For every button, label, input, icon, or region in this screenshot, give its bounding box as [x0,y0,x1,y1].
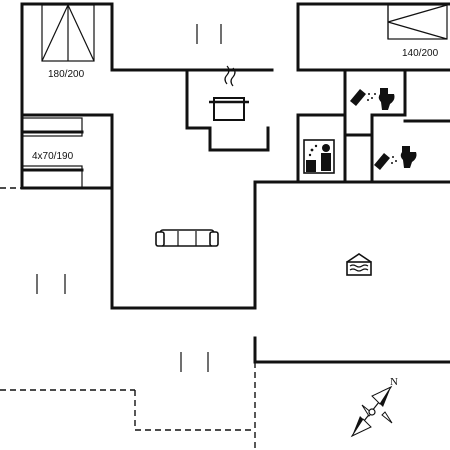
double-bed-guest [387,4,448,40]
walls [20,2,450,364]
shower-toilet-icon-bath-1 [350,88,395,110]
double-bed-master [41,4,95,62]
compass-rose-icon [350,385,393,438]
washing-machine-icon [303,139,335,174]
compass-north-label: N [390,376,398,388]
bunk-beds-label: 4x70/190 [32,151,74,162]
indoor-pool-icon [346,253,372,276]
cooking-pot-icon [209,65,249,121]
sofa-icon [155,229,219,247]
bed-size-guest: 140/200 [402,48,439,59]
bed-size-master: 180/200 [48,69,85,80]
window-marks [36,24,222,372]
shower-toilet-icon-bath-2 [374,146,417,170]
terrace-outlines [0,187,256,450]
bunk-beds [20,117,84,189]
